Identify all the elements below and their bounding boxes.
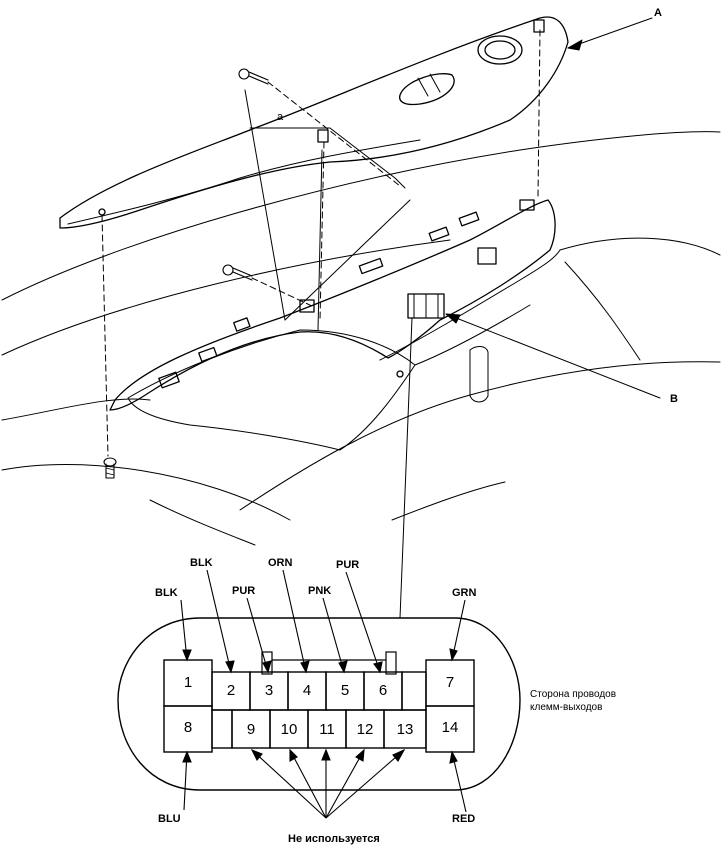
pin-cell-blank-bottom: [211, 709, 233, 749]
pin-number-5: 5: [340, 682, 350, 699]
pin-number-9: 9: [246, 721, 256, 738]
pin-number-12: 12: [356, 721, 374, 738]
connector-housing: [117, 617, 521, 791]
unused-pins-label: Не используется: [288, 833, 380, 845]
wire-label-pin8: BLU: [158, 813, 181, 825]
pin-number-6: 6: [378, 682, 388, 699]
screw-middle: [222, 264, 253, 281]
pin-cell-blank-top: [401, 671, 427, 711]
pin-cell-14: [425, 705, 475, 753]
pin-number-3: 3: [264, 682, 274, 699]
pin-number-8: 8: [183, 719, 193, 736]
pin-number-2: 2: [226, 682, 236, 699]
window-switch: [399, 73, 455, 106]
wire-label-pin2: BLK: [190, 557, 213, 569]
terminal-side-note-line1: Сторона проводов: [530, 689, 617, 700]
screw-top: [238, 68, 269, 85]
pin-number-10: 10: [280, 721, 298, 738]
wire-label-pin7: GRN: [452, 587, 477, 599]
pin-number-7: 7: [445, 674, 455, 691]
terminal-side-note-line2: клемм-выходов: [530, 702, 603, 713]
wire-label-pin6: PUR: [336, 559, 360, 571]
callout-b: B: [670, 393, 678, 405]
wire-label-pin3: PUR: [232, 585, 256, 597]
pin-number-13: 13: [396, 721, 414, 738]
terminal-side-note: Сторона проводов клемм-выходов: [530, 688, 616, 714]
pin-number-4: 4: [302, 682, 312, 699]
pin-number-14: 14: [441, 719, 459, 736]
mirror-switch-knob: [477, 35, 523, 65]
callout-a: A: [654, 7, 662, 19]
callout-small-a: a: [277, 111, 284, 123]
screw-bottom: [103, 457, 117, 479]
pin-number-1: 1: [183, 674, 193, 691]
wire-label-pin5: PNK: [308, 585, 332, 597]
pin-number-11: 11: [319, 721, 335, 738]
wire-label-pin14: RED: [452, 813, 476, 825]
wire-label-pin1: BLK: [155, 587, 178, 599]
wire-label-pin4: ORN: [268, 557, 293, 569]
